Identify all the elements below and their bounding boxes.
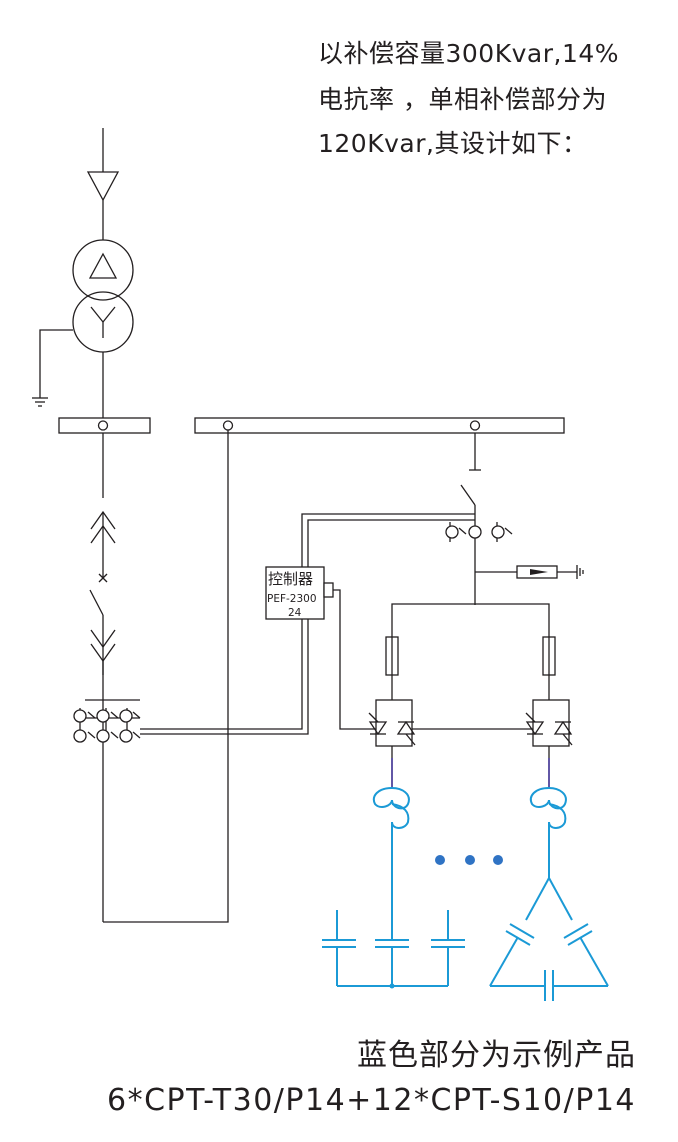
thyristor-switch-right xyxy=(525,699,573,758)
product-capacitor-star xyxy=(322,910,465,989)
controller-signal-wires xyxy=(140,513,475,735)
incoming-feeder xyxy=(86,128,120,240)
blue-part-note: 蓝色部分为示例产品 xyxy=(357,1038,636,1073)
surge-arrester xyxy=(475,565,584,579)
product-reactor-right xyxy=(530,787,567,878)
continuation-dots xyxy=(435,855,503,865)
fuse-right xyxy=(542,636,556,700)
controller-output-line xyxy=(333,589,533,730)
reactor-leads xyxy=(391,758,550,788)
busbar-left xyxy=(58,417,151,434)
current-transformers-branch xyxy=(445,522,513,542)
intro-text-line-2: 电抗率 ，单相补偿部分为 xyxy=(318,85,607,114)
branch-split-bus xyxy=(391,603,550,637)
fuse-left xyxy=(385,636,399,700)
branch-switch xyxy=(460,433,481,605)
thyristor-switch-left xyxy=(368,699,416,758)
product-model-line: 6*CPT-T30/P14+12*CPT-S10/P14 xyxy=(107,1083,636,1118)
feeder-loop-line xyxy=(103,430,229,923)
neutral-ground xyxy=(32,329,73,407)
controller-box: 控制器 PEF-2300 24 xyxy=(265,566,334,620)
controller-model: PEF-2300 xyxy=(267,593,317,605)
intro-text-line-3: 120Kvar,其设计如下： xyxy=(318,129,588,158)
intro-text-line-1: 以补偿容量300Kvar,14% xyxy=(318,39,620,68)
controller-model-suffix: 24 xyxy=(288,607,302,619)
left-feeder-line xyxy=(89,433,116,922)
current-transformers-left xyxy=(73,699,141,743)
busbar-right xyxy=(194,417,565,434)
product-reactor-left xyxy=(373,787,410,940)
controller-name: 控制器 xyxy=(268,570,313,588)
transformer-symbol xyxy=(72,239,134,418)
product-capacitor-delta xyxy=(489,877,609,1001)
